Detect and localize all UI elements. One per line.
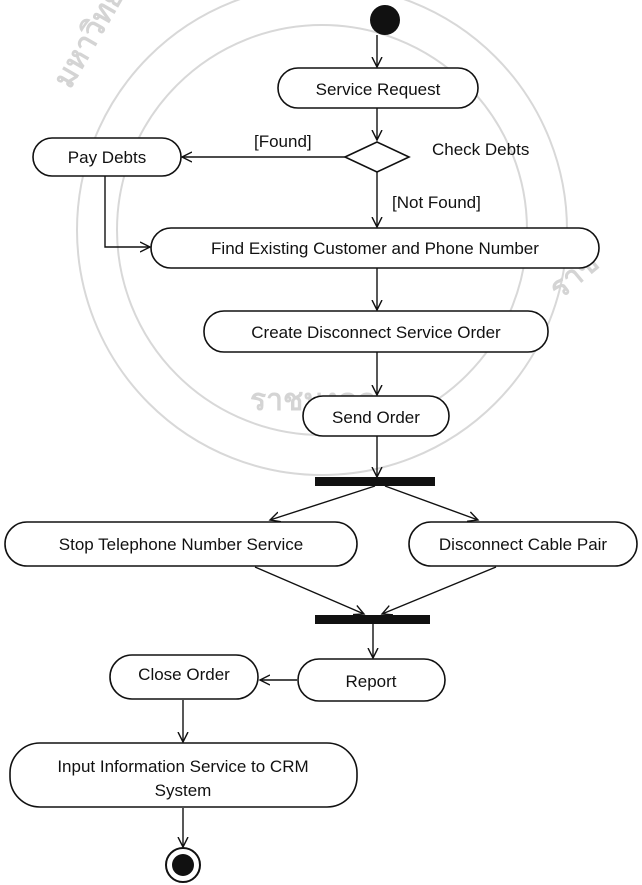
guard-not-found-label: [Not Found] (392, 193, 481, 212)
activity-input-crm: Input Information Service to CRM System (9, 742, 358, 808)
activity-disconnect-pair: Disconnect Cable Pair (408, 521, 638, 567)
report-label: Report (345, 672, 396, 691)
send-order-label: Send Order (332, 408, 420, 427)
activity-create-order: Create Disconnect Service Order (203, 310, 549, 353)
activity-report: Report (297, 658, 446, 702)
activity-close-order: Close Order (109, 654, 259, 700)
activity-pay-debts: Pay Debts (32, 137, 182, 177)
join-bar (315, 615, 430, 624)
disconnect-pair-label: Disconnect Cable Pair (439, 535, 608, 554)
activity-service-request: Service Request (277, 67, 479, 109)
service-request-label: Service Request (316, 80, 441, 99)
svg-text:มหาวิทยาลัย: มหาวิทยาลัย (47, 0, 159, 94)
close-order-label: Close Order (138, 665, 230, 684)
find-customer-label: Find Existing Customer and Phone Number (211, 239, 539, 258)
activity-find-customer: Find Existing Customer and Phone Number (150, 227, 600, 269)
activity-send-order: Send Order (302, 395, 450, 437)
guard-found-label: [Found] (254, 132, 312, 151)
check-debts-label: Check Debts (432, 140, 529, 159)
input-crm-label-line2: System (155, 781, 212, 800)
stop-service-label: Stop Telephone Number Service (59, 535, 303, 554)
final-node (165, 847, 201, 883)
input-crm-label-line1: Input Information Service to CRM (57, 757, 308, 776)
edges (104, 35, 497, 847)
fork-bar (315, 477, 435, 486)
initial-node (370, 5, 400, 35)
decision-check-debts: Check Debts (343, 140, 529, 173)
pay-debts-label: Pay Debts (68, 148, 146, 167)
create-order-label: Create Disconnect Service Order (251, 323, 501, 342)
activity-stop-service: Stop Telephone Number Service (4, 521, 358, 567)
